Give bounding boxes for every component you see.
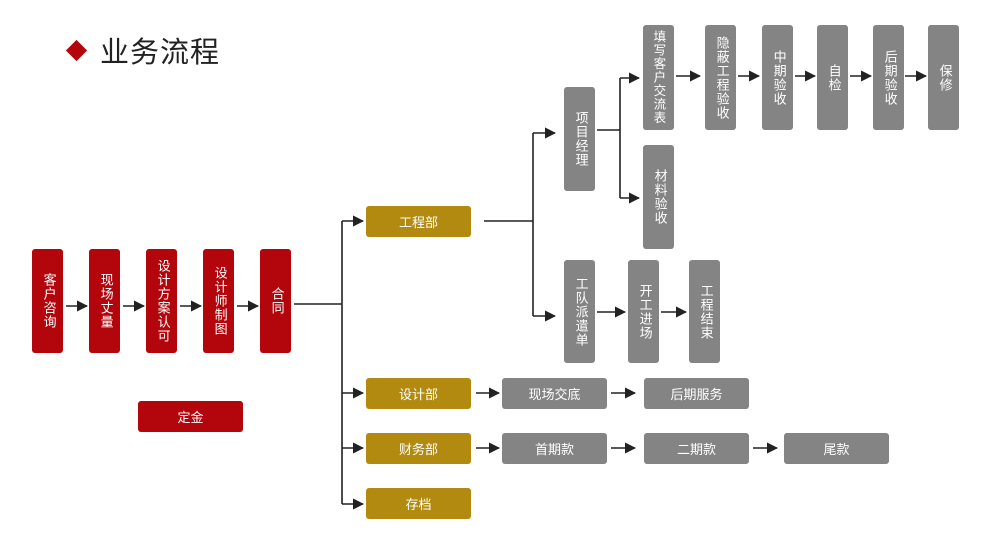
- node-material-check: 材料验收: [643, 145, 674, 249]
- node-final-check: 后期验收: [873, 25, 904, 130]
- node-second-payment: 二期款: [644, 433, 749, 464]
- dept-finance: 财务部: [366, 433, 471, 464]
- node-midterm-check: 中期验收: [762, 25, 793, 130]
- dept-design: 设计部: [366, 378, 471, 409]
- node-project-manager: 项目经理: [564, 87, 595, 191]
- dept-archive: 存档: [366, 488, 471, 519]
- dept-engineering: 工程部: [366, 206, 471, 237]
- step-contract: 合同: [260, 249, 291, 353]
- node-work-complete: 工程结束: [689, 260, 720, 363]
- node-customer-form: 填写客户交流表: [643, 25, 674, 130]
- node-start-work: 开工进场: [628, 260, 659, 363]
- node-first-payment: 首期款: [502, 433, 607, 464]
- step-designer-drawing: 设计师制图: [203, 249, 234, 353]
- node-hidden-work-check: 隐蔽工程验收: [705, 25, 736, 130]
- title-block: 业务流程: [65, 30, 221, 70]
- step-site-measure: 现场丈量: [89, 249, 120, 353]
- node-after-service: 后期服务: [644, 378, 749, 409]
- step-design-approval: 设计方案认可: [146, 249, 177, 353]
- node-final-payment: 尾款: [784, 433, 889, 464]
- node-self-check: 自检: [817, 25, 848, 130]
- node-team-dispatch: 工队派遣单: [564, 260, 595, 363]
- node-site-handover: 现场交底: [502, 378, 607, 409]
- node-warranty: 保修: [928, 25, 959, 130]
- step-customer-inquiry: 客户咨询: [32, 249, 63, 353]
- deposit-box: 定金: [138, 401, 243, 432]
- page-title: 业务流程: [100, 35, 221, 69]
